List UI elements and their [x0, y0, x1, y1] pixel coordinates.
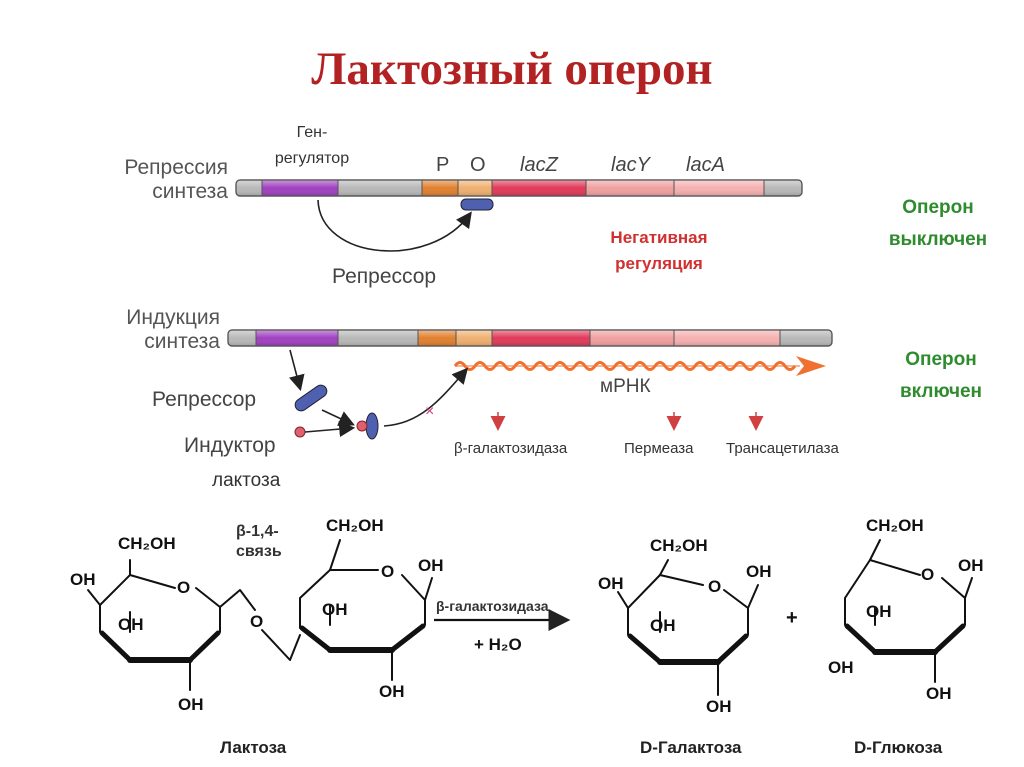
repressor-to-complex-arrow	[321, 409, 355, 426]
galactose-name: D-Галактоза	[640, 738, 742, 757]
oh-label: OH	[598, 574, 624, 593]
repressor-label-2: Репрессор	[152, 388, 257, 411]
gene-label-p: P	[436, 154, 450, 176]
ring-oxygen-label: O	[921, 565, 935, 584]
glucose-name: D-Глюкоза	[854, 738, 943, 757]
negative-regulation-label: Негативная регуляция	[576, 225, 742, 277]
bond-label-line2: связь	[236, 543, 282, 560]
lactose-label: лактоза	[212, 470, 281, 491]
oh-label: OH	[418, 556, 444, 575]
status-off-line1: Оперон	[902, 197, 974, 218]
status-on-line1: Оперон	[905, 349, 977, 370]
ch2oh-label: CH₂OH	[866, 516, 924, 535]
operon-off-status: Оперон выключен	[860, 192, 1016, 256]
mrna-arrowhead	[796, 356, 826, 376]
ring-oxygen-label: O	[708, 577, 722, 596]
oh-label: OH	[926, 684, 952, 703]
regulator-to-repressor-arrow	[317, 199, 472, 252]
complex-to-operator-arrow	[383, 367, 469, 427]
repression-label-line1: Репрессия	[124, 156, 228, 179]
glucose-structure	[844, 539, 973, 683]
regulator-gene-label: Ген- регулятор	[256, 120, 368, 172]
ring-oxygen-label: O	[381, 562, 395, 581]
gene-label-lacz: lacZ	[520, 154, 558, 176]
reaction-enzyme-label: β-галактозидаза	[436, 598, 549, 614]
repressor-free-shape	[294, 384, 328, 412]
repressor-label: Репрессор	[332, 265, 437, 288]
oh-label: OH	[958, 556, 984, 575]
repression-label-line2: синтеза	[152, 180, 228, 203]
enzyme-permease: Пермеаза	[624, 440, 694, 457]
status-on-line2: включен	[899, 381, 983, 402]
lactose-name: Лактоза	[220, 738, 287, 757]
repression-label: Репрессия синтеза	[100, 156, 228, 204]
mrna-label: мРНК	[600, 376, 651, 397]
oh-label: OH	[706, 697, 732, 716]
gene-label-laca: lacA	[686, 154, 725, 176]
lactose-structure	[87, 539, 433, 691]
water-label: + H₂O	[474, 635, 522, 654]
dna-strand-induction	[227, 329, 833, 347]
gene-label-lacy: lacY	[611, 154, 650, 176]
oh-label: OH	[118, 615, 144, 634]
status-off-line2: выключен	[888, 229, 988, 250]
plus-sign: +	[786, 607, 798, 629]
ch2oh-label: CH₂OH	[650, 536, 708, 555]
enzyme-transacetylase: Трансацетилаза	[726, 440, 839, 457]
page-title: Лактозный оперон	[311, 43, 713, 95]
regulator-label-line2: регулятор	[274, 150, 350, 167]
oh-label: OH	[828, 658, 854, 677]
inducer-label: Индуктор	[184, 434, 276, 457]
negative-line1: Негативная	[610, 228, 708, 247]
ring-oxygen-label: O	[177, 578, 191, 597]
oh-label: OH	[866, 602, 892, 621]
enzyme-beta-galactosidase: β-галактозидаза	[454, 440, 568, 457]
inducer-shape	[294, 426, 306, 438]
inducer-arrow	[304, 421, 356, 438]
bond-label-line1: β-1,4-	[236, 523, 279, 540]
operon-on-status: Оперон включен	[866, 344, 1016, 408]
oh-label: OH	[746, 562, 772, 581]
dna-strand-repression	[235, 179, 803, 197]
ch2oh-label: CH₂OH	[326, 516, 384, 535]
oh-label: OH	[178, 695, 204, 714]
oh-label: OH	[650, 616, 676, 635]
gene-label-o: O	[470, 154, 486, 176]
induction-label-line2: синтеза	[144, 330, 220, 353]
oh-label: OH	[322, 600, 348, 619]
repressor-bound-shape	[460, 198, 494, 211]
oh-label: OH	[379, 682, 405, 701]
regulator-label-line1: Ген-	[296, 124, 328, 141]
beta-bond-label: β-1,4- связь	[236, 522, 282, 562]
negative-line2: регуляция	[615, 254, 703, 273]
induction-label-line1: Индукция	[126, 306, 220, 329]
galactose-structure	[617, 559, 759, 696]
blocked-cross-icon: ×	[425, 403, 434, 420]
repressor-inducer-complex	[365, 412, 379, 440]
induction-label: Индукция синтеза	[98, 306, 220, 354]
oh-label: OH	[70, 570, 96, 589]
regulator-to-repressor-arrow-2	[289, 349, 305, 392]
bridge-oxygen-label: O	[250, 612, 264, 631]
ch2oh-label: CH₂OH	[118, 534, 176, 553]
